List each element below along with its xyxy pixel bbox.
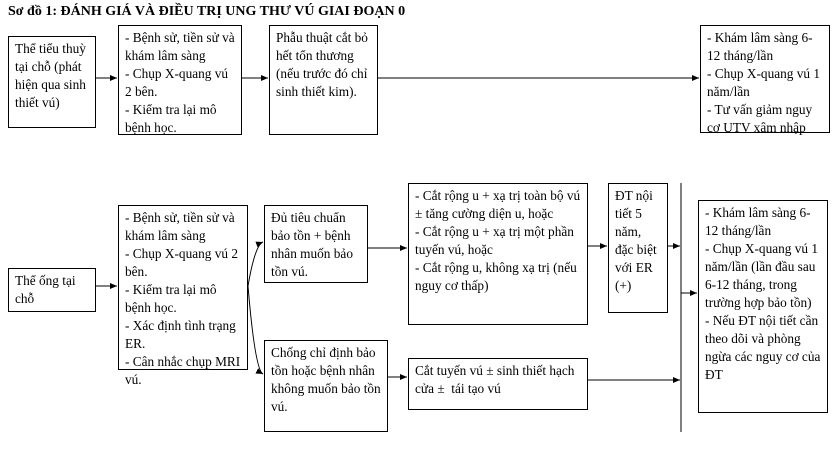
lcis-surgery-box: Phẫu thuật cắt bỏ hết tổn thương (nếu tr… — [269, 25, 378, 135]
conserve-treatment-box: - Cắt rộng u + xạ trị toàn bộ vú ± tăng … — [408, 183, 588, 325]
box-text: - Bệnh sử, tiền sử và khám lâm sàng - Ch… — [125, 210, 241, 387]
box-text: - Cắt rộng u + xạ trị toàn bộ vú ± tăng … — [415, 188, 581, 293]
diagram-title: Sơ đồ 1: ĐÁNH GIÁ VÀ ĐIỀU TRỊ UNG THƯ VÚ… — [8, 4, 406, 19]
box-text: - Khám lâm sàng 6-12 tháng/lần - Chụp X-… — [705, 205, 821, 382]
box-text: - Khám lâm sàng 6-12 tháng/lần - Chụp X-… — [707, 30, 821, 135]
box-text: Chống chỉ định bảo tồn hoặc bệnh nhân kh… — [271, 345, 385, 414]
dcis-box: Thể ống tại chỗ — [8, 268, 96, 312]
conserve-contraindicated-box: Chống chỉ định bảo tồn hoặc bệnh nhân kh… — [264, 340, 388, 432]
lcis-followup-box: - Khám lâm sàng 6-12 tháng/lần - Chụp X-… — [700, 25, 830, 135]
lcis-box: Thể tiểu thuỳ tại chỗ (phát hiện qua sin… — [8, 36, 96, 128]
box-text: Đủ tiêu chuẩn bảo tồn + bệnh nhân muốn b… — [271, 210, 357, 279]
conserve-eligible-box: Đủ tiêu chuẩn bảo tồn + bệnh nhân muốn b… — [264, 205, 368, 283]
dcis-followup-box: - Khám lâm sàng 6-12 tháng/lần - Chụp X-… — [698, 200, 828, 413]
box-text: Phẫu thuật cắt bỏ hết tổn thương (nếu tr… — [276, 30, 372, 99]
mastectomy-box: Cắt tuyến vú ± sinh thiết hạch cửa ± tái… — [408, 358, 588, 410]
arrow — [247, 241, 264, 287]
endocrine-box: ĐT nội tiết 5 năm, đặc biệt với ER (+) — [608, 183, 668, 313]
box-text: Cắt tuyến vú ± sinh thiết hạch cửa ± tái… — [415, 363, 578, 396]
arrow — [247, 285, 264, 375]
box-text: ĐT nội tiết 5 năm, đặc biệt với ER (+) — [615, 188, 661, 293]
box-text: - Bệnh sử, tiền sử và khám lâm sàng - Ch… — [125, 30, 235, 135]
lcis-workup-box: - Bệnh sử, tiền sử và khám lâm sàng - Ch… — [118, 25, 242, 135]
dcis-workup-box: - Bệnh sử, tiền sử và khám lâm sàng - Ch… — [118, 205, 248, 387]
box-text: Thể tiểu thuỳ tại chỗ (phát hiện qua sin… — [15, 41, 90, 110]
box-text: Thể ống tại chỗ — [15, 273, 79, 306]
